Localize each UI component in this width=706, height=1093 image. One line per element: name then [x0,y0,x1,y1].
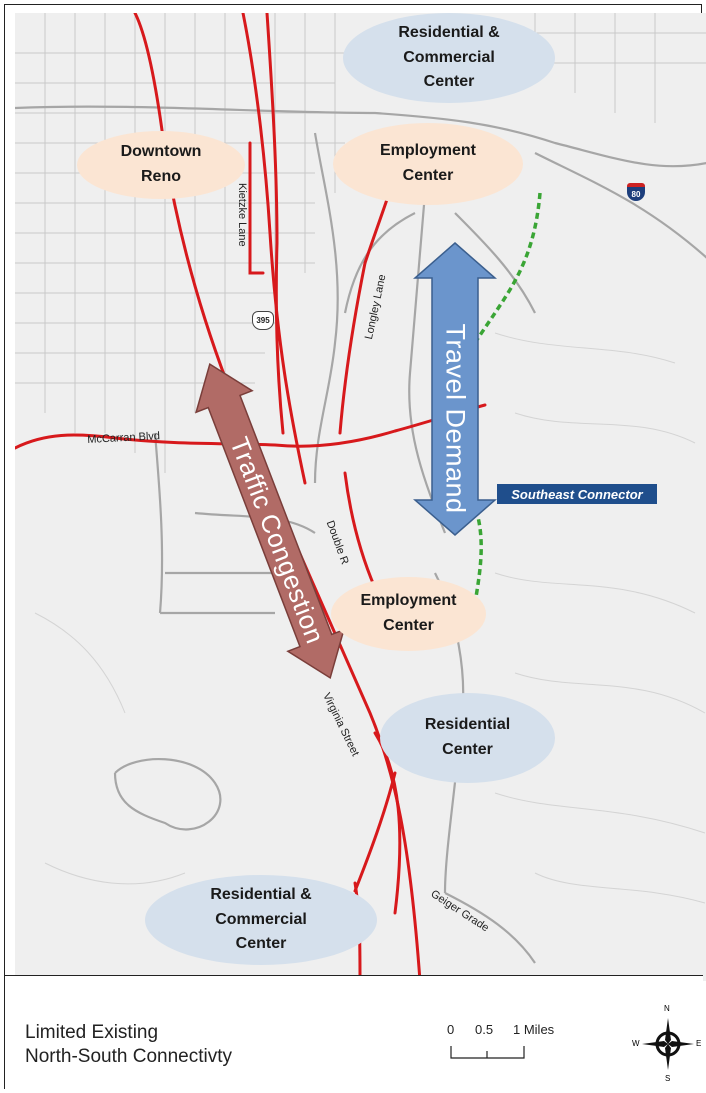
north-arrow-compass-icon: N S W E [630,1004,702,1084]
scale-tick-half: 0.5 [475,1022,494,1037]
center-line: Center [442,741,493,758]
terrain [34,332,706,904]
center-residential-commercial-south[interactable]: Residential & Commercial Center [145,875,377,965]
center-employment-north[interactable]: Employment Center [333,123,523,205]
center-line: Residential & [398,23,500,41]
center-line: Employment [360,592,457,610]
road-network [15,13,706,981]
center-line: Center [383,617,434,634]
center-line: Commercial [403,48,495,66]
map-legend: Limited Existing North-South Connectivty… [5,975,703,1091]
scale-bar: 0 0.5 1 Miles [441,1022,561,1067]
interstate-80-shield-icon: 80 [627,183,645,201]
scale-tick-1: 1 Miles [513,1022,555,1037]
southeast-connector-route [437,192,542,604]
center-line: Downtown [120,143,202,161]
compass-n: N [664,1004,670,1013]
center-line: Center [235,935,287,953]
center-employment-south[interactable]: Employment Center [331,577,486,651]
compass-w: W [632,1039,640,1048]
southeast-connector-label: Southeast Connector [497,484,657,504]
legend-title-line1: Limited Existing [25,1022,159,1043]
center-line: Residential & [210,885,312,903]
center-line: Center [423,73,475,91]
center-line: Employment [379,142,476,160]
compass-s: S [665,1074,671,1083]
legend-title: Limited Existing North-South Connectivty [25,1021,232,1069]
compass-e: E [696,1039,702,1048]
center-residential[interactable]: Residential Center [380,693,555,783]
travel-demand-label: Travel Demand [440,323,471,514]
center-line: Center [402,167,454,184]
traffic-congestion-arrow [194,362,346,680]
scale-bar-line [450,1046,525,1059]
scale-tick-0: 0 [447,1022,455,1037]
center-downtown-reno[interactable]: Downtown Reno [77,131,245,199]
center-line: Reno [141,168,181,185]
label-kietzke-lane: Kietzke Lane [236,183,248,247]
secondary-roads [15,105,706,964]
map-canvas[interactable]: Kietzke Lane Longley Lane McCarran Blvd … [15,13,706,981]
travel-demand-arrow [413,242,497,536]
map-frame: Kietzke Lane Longley Lane McCarran Blvd … [4,4,706,1091]
center-residential-commercial-north[interactable]: Residential & Commercial Center [343,13,555,103]
center-line: Commercial [215,910,307,928]
us-395-shield-icon: 395 [252,311,274,330]
legend-title-line2: North-South Connectivty [25,1045,232,1067]
center-line: Residential [424,716,511,734]
